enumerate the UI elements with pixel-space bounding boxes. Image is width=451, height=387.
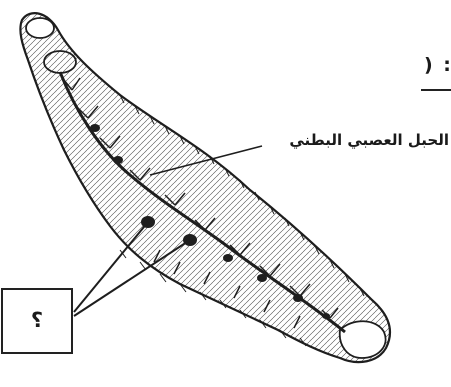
heading-underline — [421, 89, 451, 91]
posterior-sucker — [340, 321, 386, 358]
anterior-sucker — [26, 18, 54, 38]
question-leader-upper — [74, 222, 148, 312]
heading-fragment: : ‎( — [424, 54, 451, 76]
question-mark: ؟ — [3, 308, 71, 332]
unknown-label-box: ؟ — [1, 288, 73, 354]
nerve-cord-label: الحبل العصبي البطني — [289, 131, 449, 149]
